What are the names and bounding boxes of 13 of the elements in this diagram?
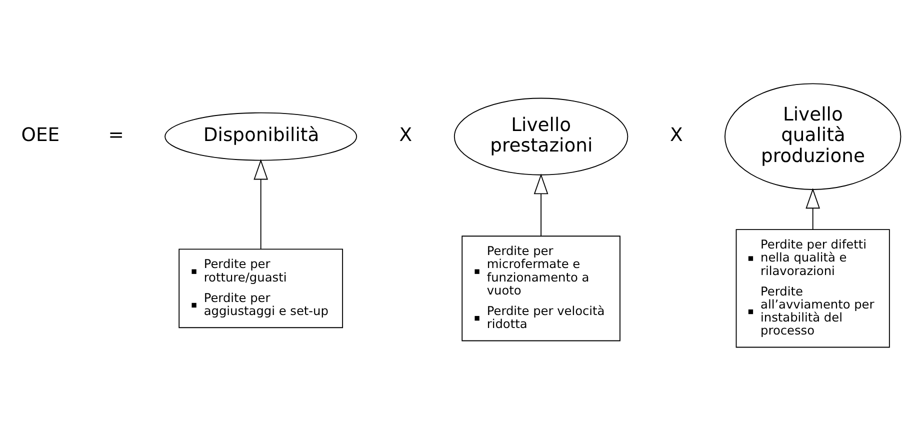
arrow [806, 188, 820, 230]
label: X [670, 124, 683, 146]
arrow [534, 173, 548, 236]
node-box: Perdite per difetti nella qualità e rilavorazioni Perdite all’avviamento per instabilità del processo [736, 228, 890, 348]
node-ellipse: Livello prestazioni [454, 97, 628, 175]
label: X [399, 124, 412, 146]
label: OEE [21, 124, 60, 146]
node-ellipse: Livello qualità produzione [724, 82, 902, 190]
label: = [108, 124, 124, 146]
node-box: Perdite per rotture/guasti Perdite per aggiustaggi e set-up [178, 248, 344, 328]
arrow [254, 158, 268, 249]
node-box: Perdite per microfermate e funzionamento a vuoto Perdite per velocità ridotta [462, 235, 620, 341]
node-ellipse: Disponibilità [164, 112, 358, 160]
